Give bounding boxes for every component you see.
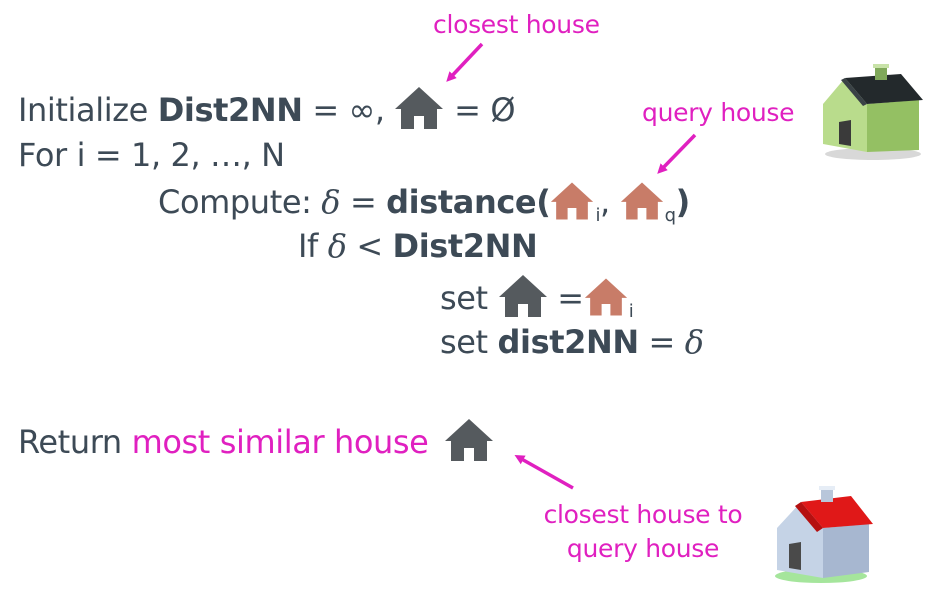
red-house-icon xyxy=(775,486,873,583)
closest-house-to-query-annotation: closest house to query house xyxy=(533,498,753,566)
set-dist-line: set dist2NN = δ xyxy=(440,322,704,362)
return-line: Return most similar house xyxy=(18,418,494,461)
dist2nn-variable: Dist2NN xyxy=(157,91,303,129)
subscript-i: i xyxy=(628,301,634,322)
green-house-icon xyxy=(823,64,923,160)
if-line: If δ < Dist2NN xyxy=(298,226,538,266)
compute-label: Compute: xyxy=(158,183,312,221)
dist2nn-variable: Dist2NN xyxy=(392,227,538,265)
set-word: set xyxy=(440,323,488,361)
annotation-line-2: query house xyxy=(566,534,720,563)
if-word: If xyxy=(298,227,318,265)
equals-sign: = xyxy=(547,279,584,317)
close-paren: ) xyxy=(675,183,691,221)
subscript-q: q xyxy=(664,205,676,226)
arrow-to-returned-house xyxy=(514,455,574,490)
query-house-annotation: query house xyxy=(642,98,795,127)
for-loop-line: For i = 1, 2, …, N xyxy=(18,135,285,175)
for-loop-text: For i = 1, 2, …, N xyxy=(18,136,285,174)
delta-symbol: δ xyxy=(327,227,347,265)
closest-house-annotation: closest house xyxy=(433,10,600,39)
set-word: set xyxy=(440,279,488,317)
most-similar-house-text: most similar house xyxy=(131,423,429,461)
less-than: < xyxy=(346,227,393,265)
return-word: Return xyxy=(18,423,122,461)
init-line: Initialize Dist2NN = ∞, = Ø xyxy=(18,86,516,129)
initialize-word: Initialize xyxy=(18,91,148,129)
eq-empty: = Ø xyxy=(444,91,516,129)
eq-infinity: = ∞, xyxy=(302,91,385,129)
comma: , xyxy=(600,183,610,221)
equals-sign: = xyxy=(638,323,685,361)
distance-function: distance( xyxy=(386,183,551,221)
set-house-line: set = i xyxy=(440,274,634,322)
compute-line: Compute: δ = distance( i, q) xyxy=(158,180,691,226)
delta-symbol: δ xyxy=(684,323,704,361)
arrow-to-closest-house xyxy=(446,42,484,82)
subscript-i: i xyxy=(595,205,601,226)
dist2nn-lower-variable: dist2NN xyxy=(497,323,640,361)
equals-sign: = xyxy=(340,183,387,221)
arrow-to-query-house xyxy=(657,133,697,174)
annotation-line-1: closest house to xyxy=(543,500,743,529)
delta-symbol: δ xyxy=(321,183,341,221)
